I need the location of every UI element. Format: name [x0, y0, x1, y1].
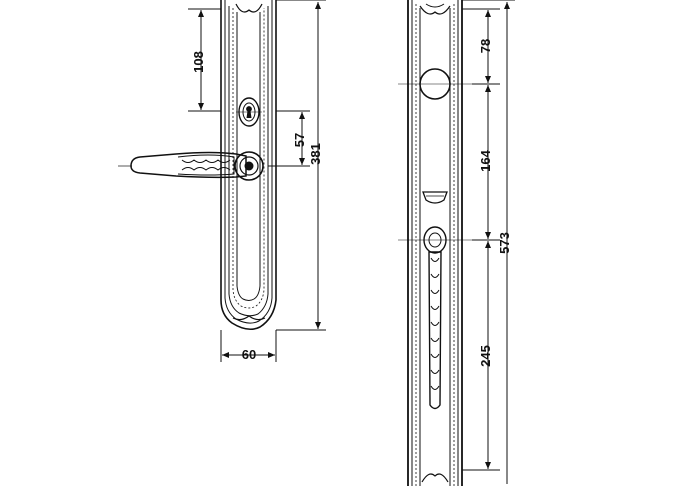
dim-164-label: 164: [478, 149, 493, 171]
left-backplate: [220, 0, 277, 331]
dim-108-label: 108: [191, 51, 206, 73]
dim-381-label: 381: [308, 143, 323, 165]
right-dimension-lines: [462, 0, 515, 484]
dim-245-label: 245: [478, 345, 493, 367]
right-backplate: [407, 0, 463, 486]
left-dimension-lines: [188, 0, 326, 362]
dim-78-label: 78: [478, 39, 493, 53]
left-lever-handle: [118, 151, 264, 181]
right-spindle-hole: [398, 68, 472, 100]
right-cylinder-cutout: [422, 191, 448, 204]
right-thumb-lever: [398, 226, 472, 410]
dim-57-label: 57: [292, 133, 307, 147]
left-keyhole-rosette: [236, 97, 262, 127]
dim-60-label: 60: [242, 347, 256, 362]
dim-573-label: 573: [497, 232, 512, 254]
